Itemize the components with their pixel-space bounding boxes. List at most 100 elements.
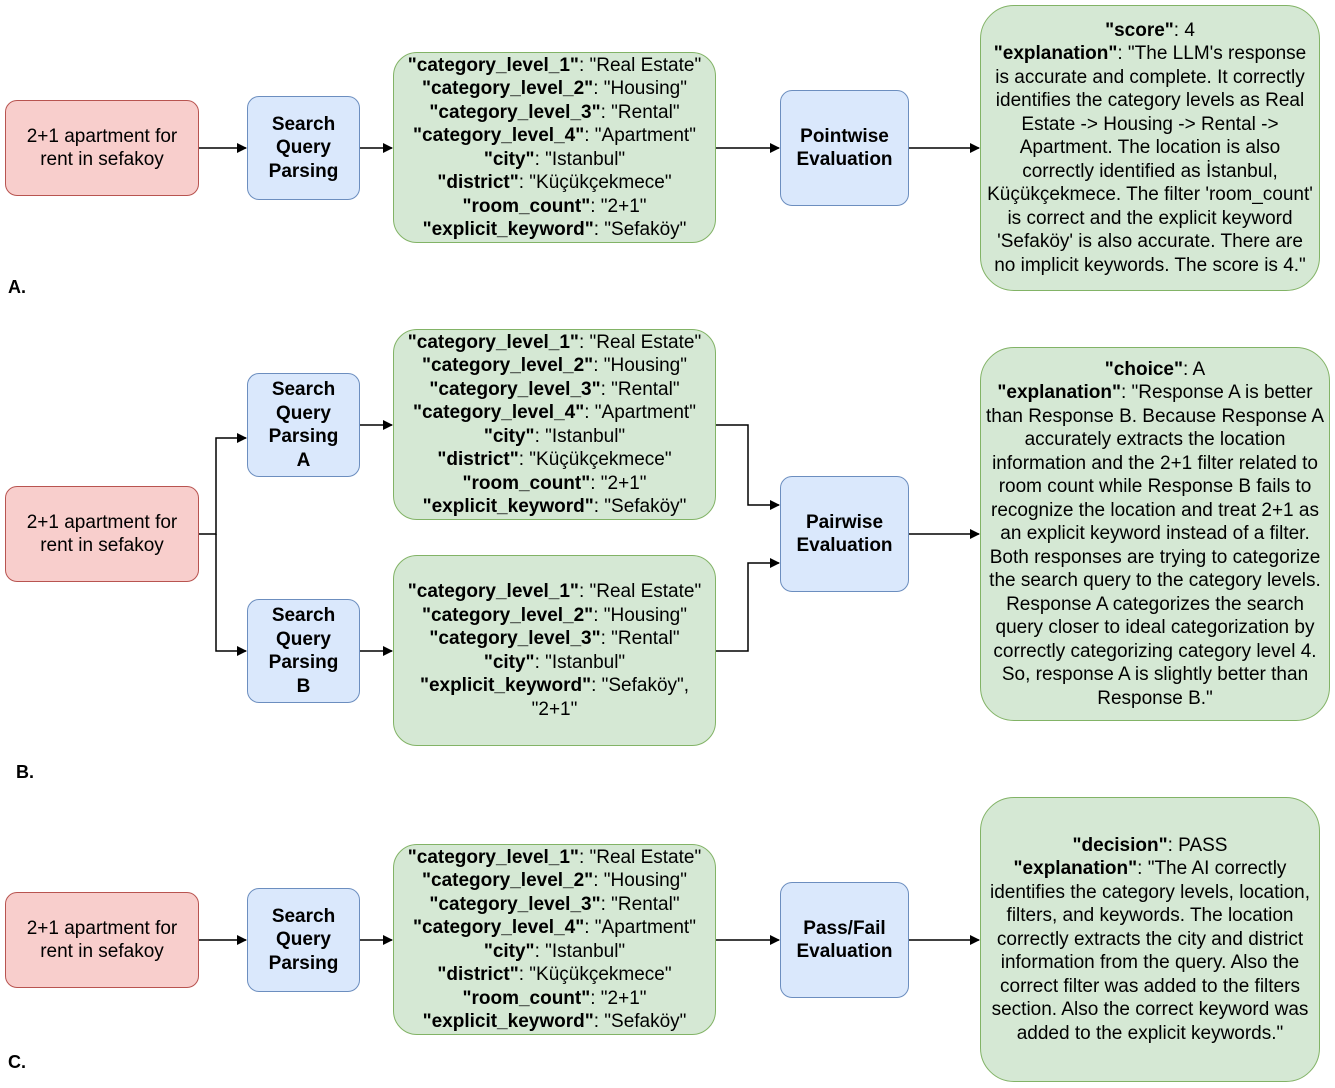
result-line: correctly identified as İstanbul, xyxy=(1022,160,1278,182)
parsed-row: "category_level_1": "Real Estate" xyxy=(407,331,702,353)
parsed-row: "category_level_2": "Housing" xyxy=(422,604,687,626)
parsed-row: "district": "Küçükçekmece" xyxy=(437,172,672,193)
parsed-row: "district": "Küçükçekmece" xyxy=(437,964,672,985)
parsed-row: "category_level_4": "Apartment" xyxy=(413,125,696,146)
parsed-row: "room_count": "2+1" xyxy=(462,195,647,217)
panel-b-parser-b-line: Parsing xyxy=(268,652,339,673)
result-line: filters, and keywords. The location xyxy=(1006,905,1294,927)
parsed-row: "explicit_keyword": "Sefaköy" xyxy=(422,496,687,517)
parsed-row: "category_level_3": "Rental" xyxy=(429,378,680,400)
parsed-row: "category_level_3": "Rental" xyxy=(429,628,680,649)
panel-b-evaluator-box: Pairwise Evaluation xyxy=(780,476,909,592)
result-head: "score": 4 xyxy=(1105,19,1195,41)
panel-c-label: C. xyxy=(8,1052,26,1072)
result-line: "explanation": "The LLM's response xyxy=(993,43,1307,65)
panel-b-parser-a-line: Query xyxy=(276,402,331,424)
parsed-row: "category_level_1": "Real Estate" xyxy=(407,54,702,76)
result-line: identifies the category levels as Real xyxy=(995,90,1305,112)
panel-b-parser-b-box: Search Query Parsing B xyxy=(247,599,360,703)
panel-b-evaluator-line: Pairwise xyxy=(805,511,884,533)
result-line: "explanation": "The AI correctly xyxy=(1013,858,1287,880)
parsed-row: "room_count": "2+1" xyxy=(462,472,647,494)
result-line: Estate -> Housing -> Rental -> xyxy=(1021,113,1279,135)
parsed-row: "category_level_2": "Housing" xyxy=(422,355,687,376)
parsed-row: "category_level_4": "Apartment" xyxy=(413,402,696,423)
result-line: Apartment. The location is also xyxy=(1019,137,1281,159)
parsed-row: "category_level_2": "Housing" xyxy=(422,78,687,99)
result-line: "explanation": "Response A is better xyxy=(997,382,1313,404)
result-line: section. Also the correct keyword was xyxy=(991,999,1309,1021)
panel-c-parser-box: Search Query Parsing xyxy=(247,888,360,992)
panel-a-result-box: "score": 4 "explanation": "The LLM's res… xyxy=(980,5,1320,291)
result-line: Both responses are trying to categorize xyxy=(989,546,1321,568)
panel-a-query-box: 2+1 apartment for rent in sefakoy xyxy=(5,100,199,196)
panel-a-query-text: 2+1 apartment for rent in sefakoy xyxy=(26,125,178,171)
result-line: no implicit keywords. The score is 4." xyxy=(994,254,1306,276)
panel-c-evaluator-line: Pass/Fail xyxy=(803,917,886,939)
panel-a-parser-line: Search xyxy=(271,113,336,135)
parsed-row: "city": "Istanbul" xyxy=(483,651,626,673)
panel-b-query-text: 2+1 apartment for rent in sefakoy xyxy=(26,511,178,557)
panel-b-parser-b-line: B xyxy=(296,675,311,697)
parsed-row: "2+1" xyxy=(531,698,578,720)
parsed-row: "category_level_3": "Rental" xyxy=(429,101,680,123)
result-line: Response A categorizes the search xyxy=(1006,593,1304,615)
panel-a-evaluator-line: Evaluation xyxy=(796,149,893,170)
parsed-row: "city": "Istanbul" xyxy=(483,148,626,170)
panel-a-parser-box: Search Query Parsing xyxy=(247,96,360,200)
result-line: Response B." xyxy=(1097,687,1213,709)
panel-c-query-box: 2+1 apartment for rent in sefakoy xyxy=(5,892,199,988)
result-line: identifies the category levels, location… xyxy=(989,881,1310,903)
result-line: correctly extracts the city and district xyxy=(996,928,1304,950)
panel-c-evaluator-box: Pass/Fail Evaluation xyxy=(780,882,909,998)
parsed-row: "category_level_1": "Real Estate" xyxy=(407,581,702,602)
result-line: the search query to the category levels. xyxy=(989,570,1321,592)
result-head: "decision": PASS xyxy=(1072,834,1228,856)
panel-b-parsed-output-a: "category_level_1": "Real Estate" "categ… xyxy=(393,329,716,520)
parsed-row: "room_count": "2+1" xyxy=(462,987,647,1009)
panel-c-query-text: 2+1 apartment for rent in sefakoy xyxy=(26,917,178,963)
panel-b-parser-b-line: Search xyxy=(271,605,336,626)
parsed-row: "district": "Küçükçekmece" xyxy=(437,449,672,470)
result-line: Küçükçekmece. The filter 'room_count' xyxy=(987,184,1313,206)
arrow-b-query-to-parser-b xyxy=(215,534,247,656)
panel-b-result-box: "choice": A "explanation": "Response A i… xyxy=(980,347,1330,721)
panel-c-evaluator-line: Evaluation xyxy=(796,941,893,962)
panel-b-parser-a-box: Search Query Parsing A xyxy=(247,373,360,477)
panel-b-evaluator-line: Evaluation xyxy=(796,535,893,556)
panel-b-query-box: 2+1 apartment for rent in sefakoy xyxy=(5,486,199,582)
result-line: correctly categorizing category level 4. xyxy=(993,640,1317,662)
panel-a-parser-line: Query xyxy=(276,137,331,159)
panel-b-parser-a-line: Parsing xyxy=(268,426,339,447)
result-line: So, response A is slightly better than xyxy=(1001,664,1309,686)
parsed-row: "category_level_4": "Apartment" xyxy=(413,917,696,938)
panel-a-parsed-output: "category_level_1": "Real Estate" "categ… xyxy=(393,52,716,243)
panel-c-result-box: "decision": PASS "explanation": "The AI … xyxy=(980,797,1320,1082)
result-line: query closer to ideal categorization by xyxy=(995,617,1315,639)
result-line: accurately extracts the location xyxy=(1024,429,1286,451)
result-line: information from the query. Also the xyxy=(1000,952,1300,974)
panel-b-parser-b-line: Query xyxy=(276,628,331,650)
panel-a-evaluator-line: Pointwise xyxy=(800,125,889,147)
result-line: 'Sefaköy' is also accurate. There are xyxy=(997,231,1303,253)
parsed-row: "explicit_keyword": "Sefaköy" xyxy=(422,219,687,240)
result-line: than Response B. Because Response A xyxy=(985,405,1324,427)
panel-b-parser-a-line: A xyxy=(296,449,311,471)
result-line: information and the 2+1 filter related t… xyxy=(992,452,1318,474)
result-line: is accurate and complete. It correctly xyxy=(995,66,1305,88)
panel-c-parser-line: Search xyxy=(271,905,336,927)
parsed-row: "category_level_3": "Rental" xyxy=(429,893,680,915)
arrow-b-output-b-to-evaluator xyxy=(716,558,780,652)
panel-c-parser-line: Parsing xyxy=(268,952,339,974)
arrow-b-query-to-parser-a xyxy=(199,433,247,535)
arrow-b-output-a-to-evaluator xyxy=(716,424,780,510)
panel-b-parsed-output-b: "category_level_1": "Real Estate" "categ… xyxy=(393,555,716,746)
parsed-row: "city": "Istanbul" xyxy=(483,425,626,447)
result-line: is correct and the explicit keyword xyxy=(1007,207,1293,229)
parsed-row: "city": "Istanbul" xyxy=(483,940,626,962)
result-line: recognize the location and treat 2+1 as xyxy=(991,499,1319,521)
panel-c-parser-line: Query xyxy=(276,929,331,951)
panel-a-label: A. xyxy=(8,277,26,297)
result-head: "choice": A xyxy=(1104,358,1206,380)
